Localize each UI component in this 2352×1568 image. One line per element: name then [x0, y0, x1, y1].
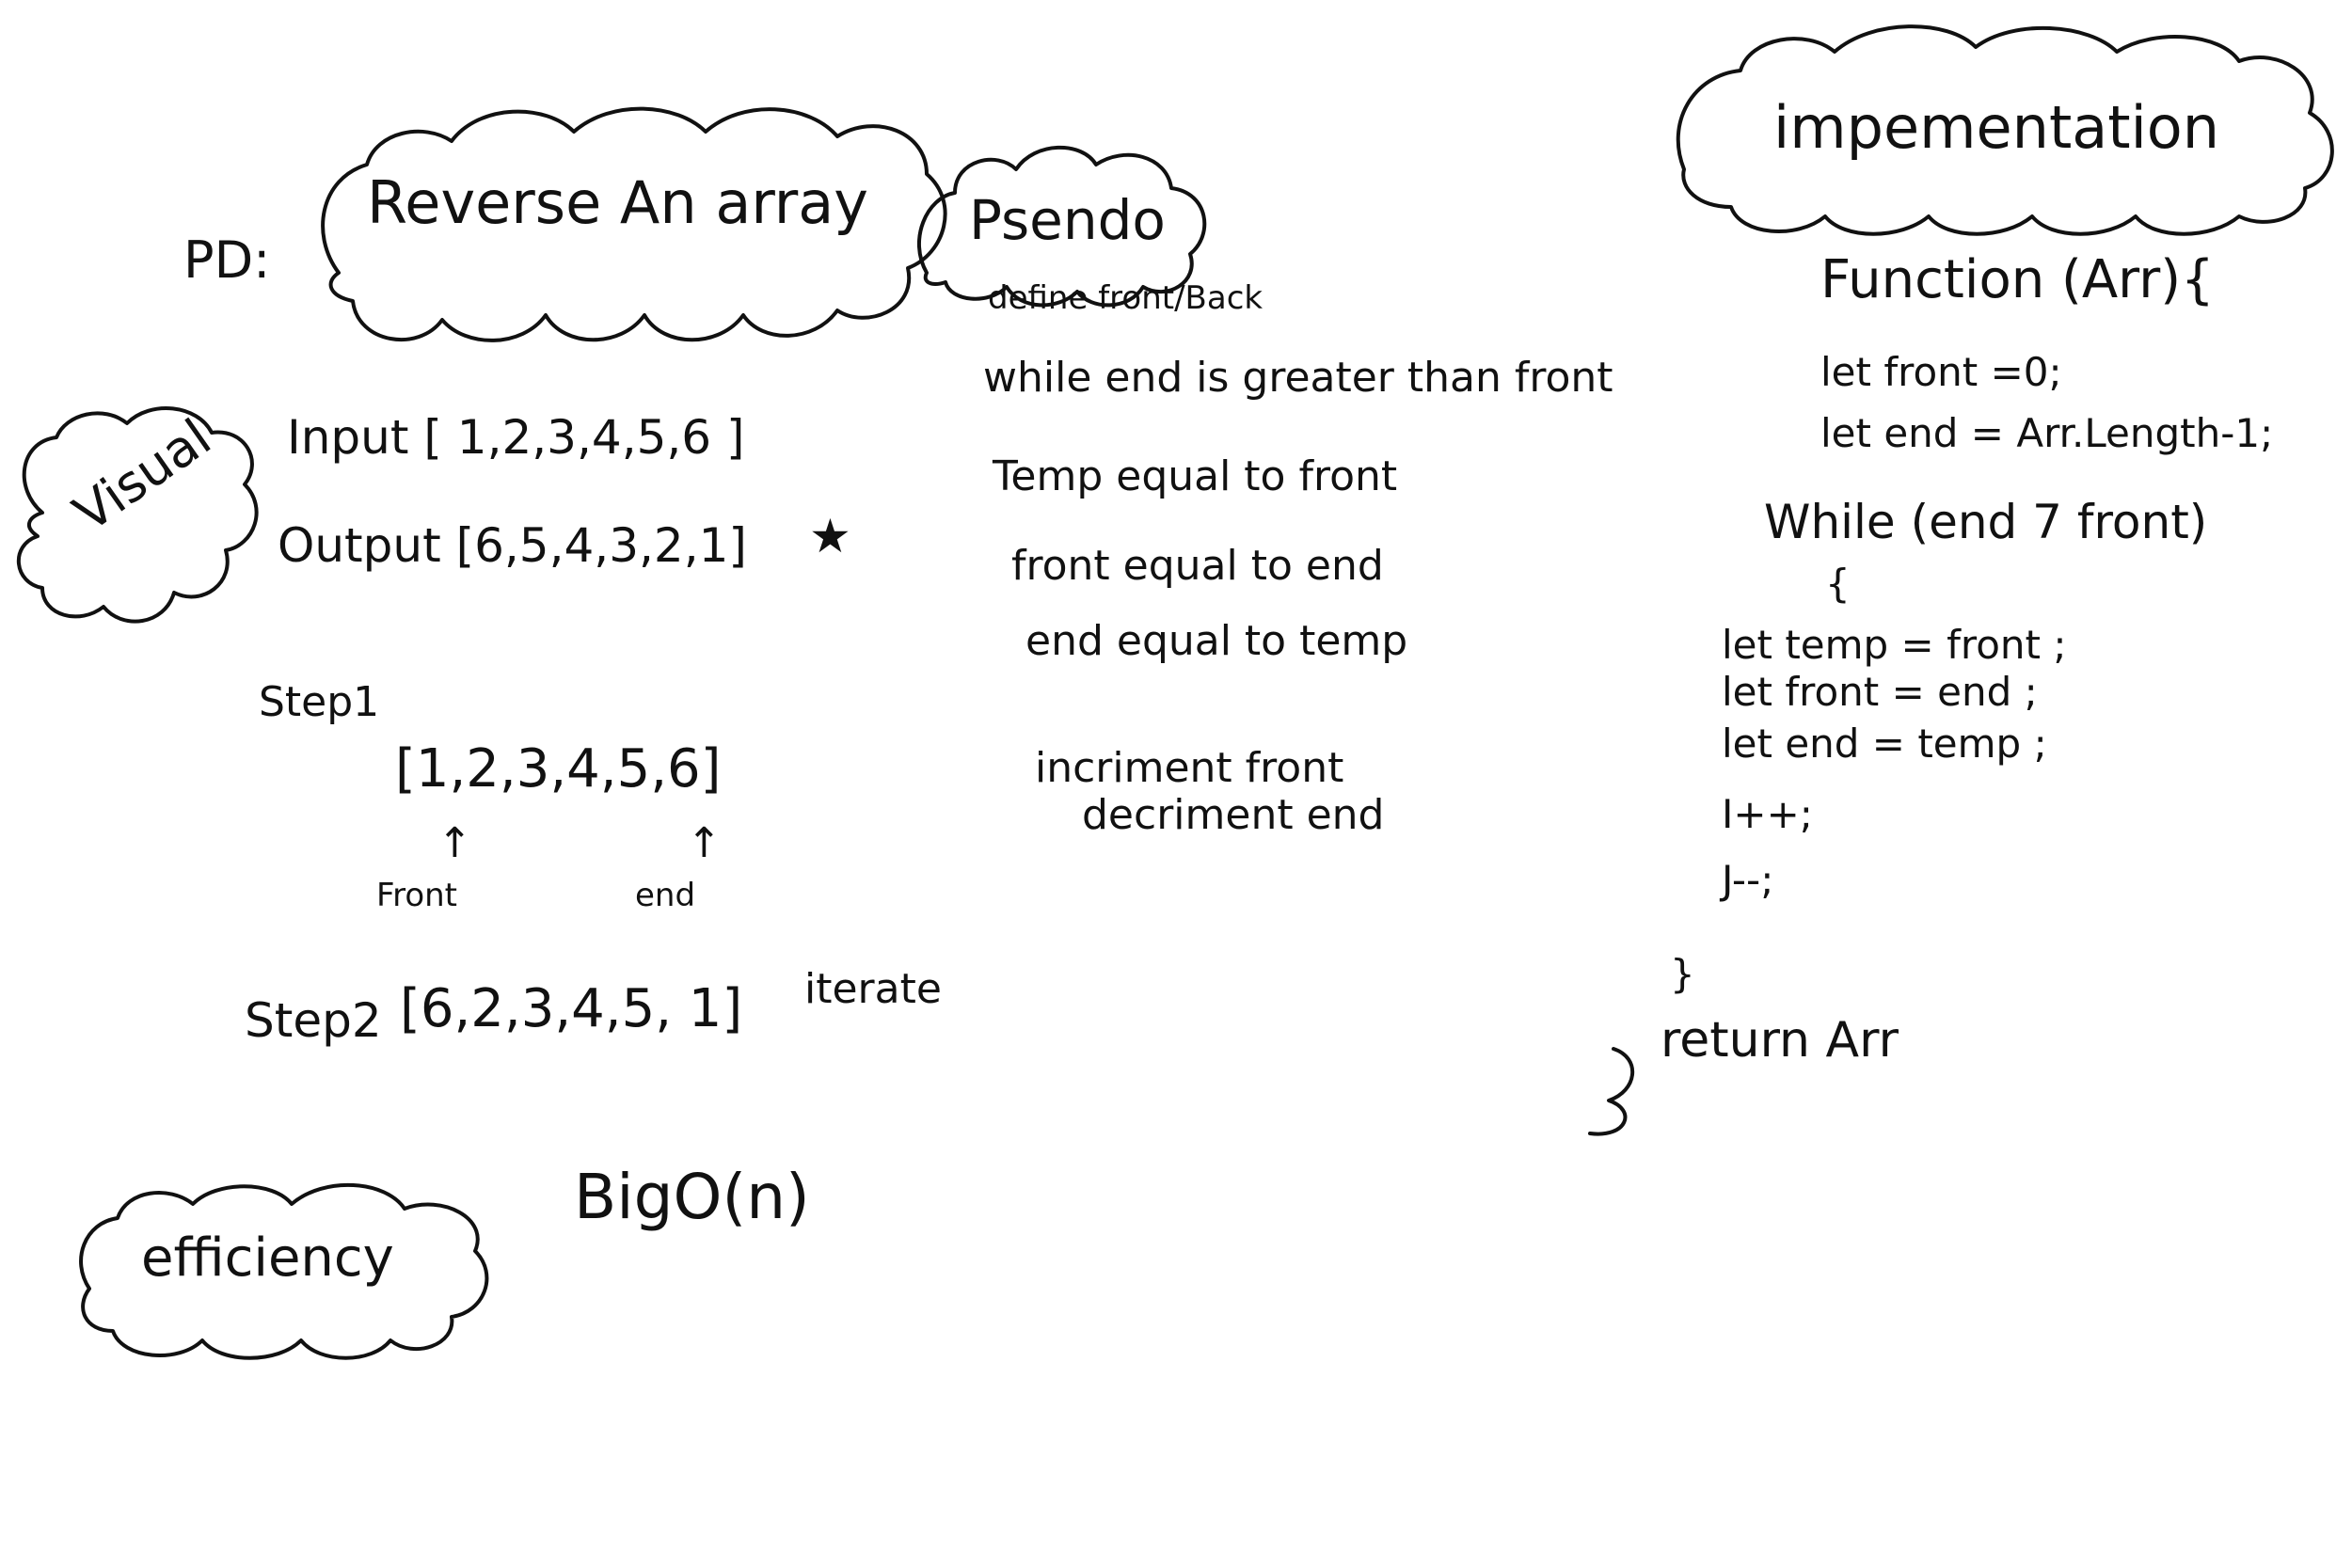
step2-label: Step2	[245, 993, 382, 1048]
pseudo-line: front equal to end	[1011, 542, 1384, 590]
efficiency-title: efficiency	[141, 1227, 394, 1289]
cloud-visual	[16, 406, 259, 624]
cloud-efficiency	[79, 1182, 489, 1360]
cloud-pseudo	[916, 145, 1207, 308]
code-line: let front =0;	[1820, 349, 2062, 395]
step1-label: Step1	[259, 678, 380, 726]
code-line: While (end 7 front)	[1764, 495, 2208, 549]
end-pointer-icon: ↑	[687, 819, 722, 867]
end-label: end	[635, 877, 696, 914]
pseudo-line: incriment front	[1035, 744, 1344, 792]
code-line: Function (Arr){	[1820, 249, 2215, 310]
code-line: let end = Arr.Length-1;	[1820, 410, 2274, 456]
code-line: let front = end ;	[1722, 669, 2038, 715]
step2-note: iterate	[804, 965, 942, 1013]
pseudo-title: Psendo	[969, 188, 1166, 252]
cloud-reverse-array	[321, 106, 947, 342]
code-line: J--;	[1722, 857, 1774, 903]
visual-output: Output [6,5,4,3,2,1]	[278, 518, 747, 573]
pseudo-line: Temp equal to front	[993, 452, 1398, 500]
pseudo-line: while end is greater than front	[983, 354, 1613, 402]
closing-brace	[1588, 1047, 1634, 1136]
step1-array: [1,2,3,4,5,6]	[395, 738, 722, 800]
star-icon: ★	[809, 509, 851, 563]
code-line: }	[1670, 951, 1695, 997]
pseudo-line: define front/Back	[988, 279, 1263, 317]
code-line: I++;	[1722, 791, 1813, 837]
code-line: return Arr	[1661, 1012, 1899, 1069]
pseudo-line: decriment end	[1082, 791, 1385, 839]
code-line: let temp = front ;	[1722, 622, 2067, 668]
code-line: let end = temp ;	[1722, 721, 2047, 767]
problem-prefix: PD:	[183, 230, 271, 290]
cloud-implementation	[1676, 24, 2334, 236]
code-line: {	[1825, 561, 1851, 607]
problem-title: Reverse An array	[367, 168, 868, 237]
step2-array: [6,2,3,4,5, 1]	[400, 978, 743, 1039]
pseudo-line: end equal to temp	[1025, 617, 1408, 665]
visual-input: Input [ 1,2,3,4,5,6 ]	[287, 410, 745, 465]
efficiency-value: BigO(n)	[574, 1161, 810, 1233]
implementation-title: impementation	[1773, 93, 2220, 162]
front-pointer-icon: ↑	[437, 819, 472, 867]
front-label: Front	[376, 877, 457, 914]
